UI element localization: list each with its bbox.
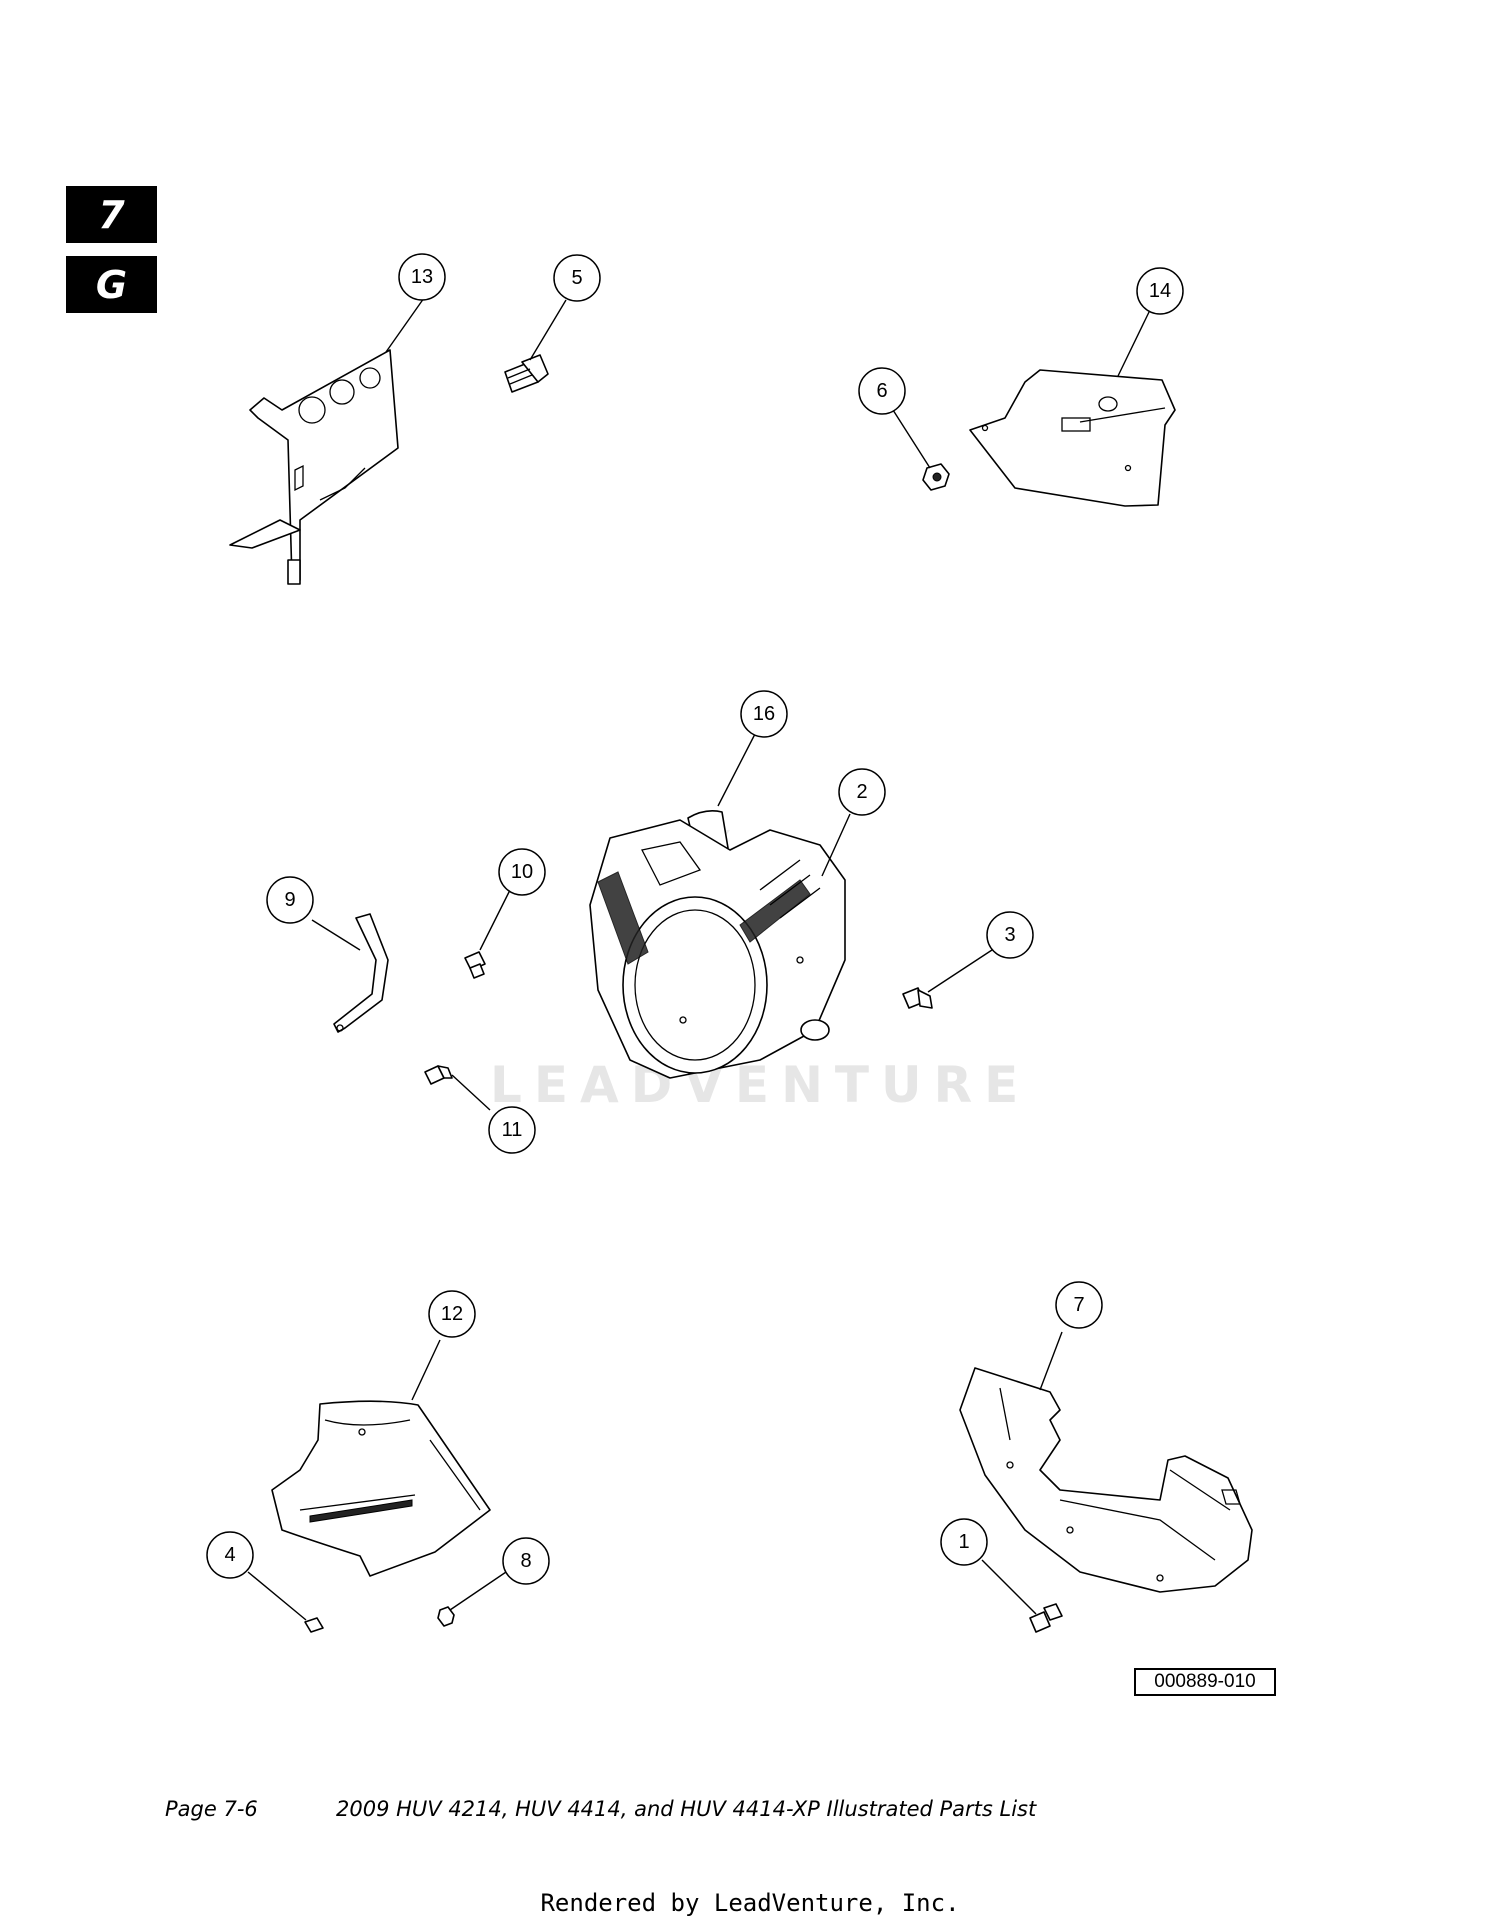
- part-2-blower-housing: [589, 819, 846, 1079]
- svg-text:6: 6: [876, 380, 887, 402]
- footer-document-title: 2009 HUV 4214, HUV 4414, and HUV 4414-XP…: [336, 1797, 1037, 1821]
- callout-7: 7: [1055, 1281, 1103, 1329]
- svg-text:13: 13: [411, 266, 433, 288]
- callout-9: 9: [266, 876, 314, 924]
- callout-1: 1: [940, 1518, 988, 1566]
- callout-3: 3: [986, 911, 1034, 959]
- part-1-bolt: [1029, 1603, 1063, 1633]
- callout-16: 16: [740, 690, 788, 738]
- svg-text:1: 1: [958, 1531, 969, 1553]
- svg-text:16: 16: [753, 703, 775, 725]
- callout-8: 8: [502, 1537, 550, 1585]
- footer-page-number: Page 7-6: [165, 1797, 258, 1821]
- callout-6: 6: [858, 367, 906, 415]
- part-4-screw: [304, 1617, 324, 1633]
- part-5-bolt: [504, 354, 549, 393]
- part-10-screw: [464, 951, 486, 979]
- svg-text:14: 14: [1149, 280, 1171, 302]
- part-11-screw: [424, 1065, 453, 1085]
- svg-text:9: 9: [284, 889, 295, 911]
- part-9-strap: [333, 913, 389, 1033]
- section-tab: G: [66, 256, 157, 313]
- rendered-by-credit: Rendered by LeadVenture, Inc.: [540, 1889, 960, 1917]
- svg-text:3: 3: [1004, 924, 1015, 946]
- figure-id: 000889-010: [1134, 1668, 1276, 1696]
- part-7-lower-shroud: [959, 1367, 1253, 1593]
- part-13-bracket: [229, 349, 399, 585]
- part-8-nut: [437, 1606, 455, 1627]
- svg-text:10: 10: [511, 861, 533, 883]
- callout-2: 2: [838, 768, 886, 816]
- callout-10: 10: [498, 848, 546, 896]
- callout-4: 4: [206, 1531, 254, 1579]
- callout-11: 11: [488, 1106, 536, 1154]
- part-14-shield-plate: [969, 369, 1176, 507]
- svg-text:5: 5: [571, 267, 582, 289]
- watermark: LEADVENTURE: [490, 1056, 1030, 1114]
- svg-text:2: 2: [856, 781, 867, 803]
- callout-5: 5: [553, 254, 601, 302]
- callout-13: 13: [398, 253, 446, 301]
- callout-14: 14: [1136, 267, 1184, 315]
- callout-12: 12: [428, 1290, 476, 1338]
- svg-text:11: 11: [502, 1119, 523, 1141]
- chapter-tab: 7: [66, 186, 157, 243]
- part-3-bolt: [902, 987, 933, 1009]
- svg-text:7: 7: [1073, 1294, 1084, 1316]
- svg-text:8: 8: [520, 1550, 531, 1572]
- part-12-baffle: [271, 1400, 491, 1577]
- svg-text:12: 12: [441, 1303, 463, 1325]
- part-6-nut: [922, 463, 950, 491]
- svg-text:4: 4: [224, 1544, 235, 1566]
